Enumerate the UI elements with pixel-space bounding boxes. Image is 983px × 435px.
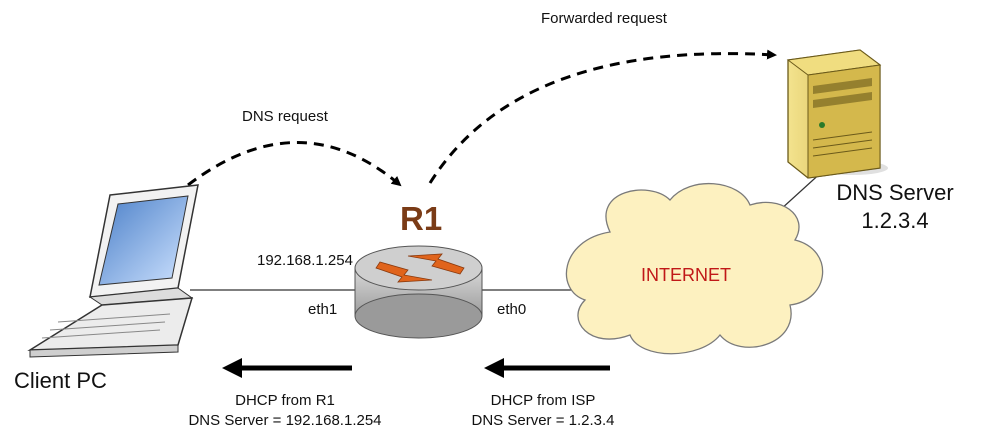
dhcp-isp-line1: DHCP from ISP [490,392,596,409]
internet-cloud-icon [565,182,824,355]
router-name-label: R1 [400,200,443,237]
dns-server-name-label: DNS Server [836,180,954,205]
dhcp-r1-line2: DNS Server = 192.168.1.254 [188,412,382,429]
dns-server-ip-label: 1.2.3.4 [861,208,929,233]
dns-request-label: DNS request [242,108,328,125]
eth0-label: eth0 [497,301,527,318]
laptop-icon [27,184,199,358]
dhcp-r1-line1: DHCP from R1 [235,392,335,409]
forwarded-request-label: Forwarded request [541,10,667,27]
internet-label: INTERNET [641,265,731,285]
client-pc-label: Client PC [14,368,107,393]
dhcp-r1-arrow [222,358,352,378]
server-icon [786,49,888,179]
dns-request-arrow [187,141,402,187]
router-ip-label: 192.168.1.254 [257,252,353,269]
eth1-label: eth1 [308,301,338,318]
forwarded-request-arrow [428,49,777,184]
router-icon [354,245,483,339]
dhcp-isp-line2: DNS Server = 1.2.3.4 [471,412,615,429]
dhcp-isp-arrow [484,358,610,378]
